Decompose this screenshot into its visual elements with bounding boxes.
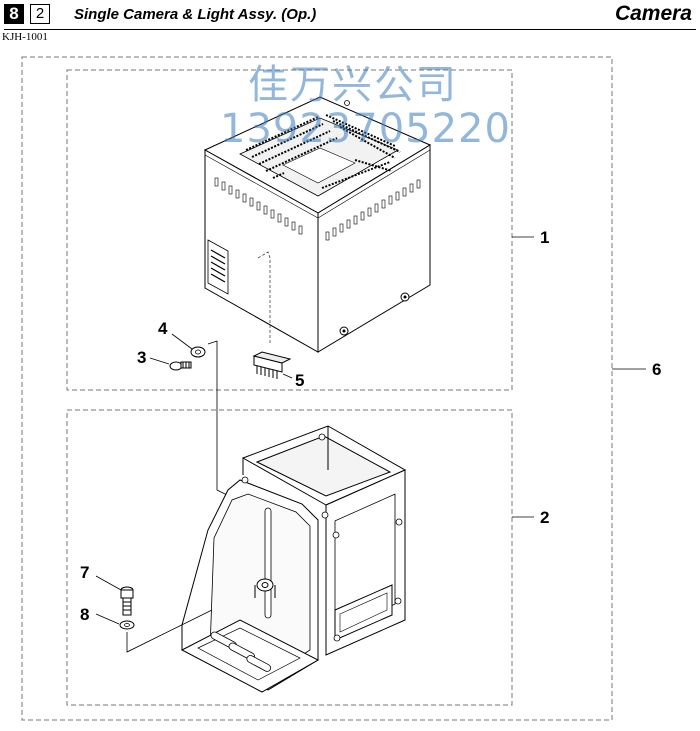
assembly-path-upper [207,340,238,501]
screw-head [318,433,326,441]
callout-3: 3 [137,348,146,367]
category-title: Camera [614,2,692,25]
connector [252,351,292,379]
hidden-line [257,251,271,345]
screw-head [394,597,402,605]
callout-1: 1 [540,228,549,247]
leader-line-5 [282,373,293,379]
screw-head [395,518,403,526]
washer-4 [190,346,206,358]
label-plate [207,239,229,295]
vent-slots-right [325,179,421,241]
led-array [245,114,401,189]
callout-6: 6 [652,360,661,379]
callout-5: 5 [295,371,304,390]
screw-head-center [342,329,346,333]
bolt-7 [120,586,134,616]
callout-2: 2 [540,508,549,527]
screw-3 [169,361,192,371]
assembly-path-lower [126,609,213,653]
page-number-box: 8 [4,4,24,24]
assembly-boundary [21,56,613,721]
washer-8 [119,620,135,630]
header-rule [4,29,696,30]
screw-head-center [403,295,407,299]
screw-head [321,511,329,519]
leader-line-8 [95,613,120,625]
leader-line-4 [171,333,193,350]
screw-head [241,476,249,484]
model-code: KJH-1001 [2,31,48,43]
screw-head [332,531,340,539]
camera-bracket [180,425,407,693]
section-number-box: 2 [30,4,50,24]
leader-line-7 [95,575,122,591]
watermark-phone: 13923705220 [220,106,511,152]
light-assy-boundary [66,69,513,391]
screw-head [333,634,341,642]
leader-line-3 [149,357,170,365]
callout-7: 7 [80,563,89,582]
light-box [203,96,432,353]
screw-head [344,100,350,106]
bracket-boundary [66,409,513,706]
vent-slots-left [214,177,303,235]
watermark-company: 佳万兴公司 [248,62,458,108]
callout-4: 4 [158,319,168,338]
callout-8: 8 [80,605,89,624]
page-title: Single Camera & Light Assy. (Op.) [74,6,317,23]
